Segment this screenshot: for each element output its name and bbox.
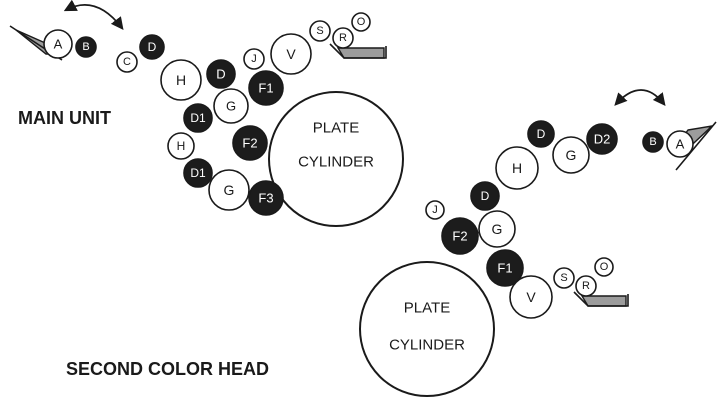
- svg-text:D: D: [148, 40, 157, 54]
- second-plate-label-line2: CYLINDER: [389, 337, 465, 354]
- svg-text:G: G: [566, 147, 577, 163]
- main-roller-O: O: [351, 12, 371, 32]
- svg-text:G: G: [226, 99, 236, 114]
- svg-text:O: O: [357, 16, 366, 28]
- main-roller-A: A: [43, 29, 73, 59]
- svg-text:R: R: [582, 280, 590, 292]
- svg-text:J: J: [251, 53, 257, 65]
- main-plate-cylinder: [268, 91, 404, 227]
- second-roller-A: A: [666, 130, 694, 158]
- main-swing-arrow-icon: [63, 0, 124, 31]
- second-roller-G-low: G: [478, 210, 516, 248]
- main-roller-J: J: [243, 48, 265, 70]
- second-color-head-title: SECOND COLOR HEAD: [66, 359, 269, 379]
- second-roller-D-top: D: [527, 120, 555, 148]
- svg-text:C: C: [123, 56, 131, 68]
- main-roller-D1-top: D1: [183, 103, 213, 133]
- second-roller-G-top: G: [552, 136, 590, 174]
- main-right-ink-pan: [336, 47, 385, 59]
- second-plate-label-line1: PLATE: [404, 300, 450, 317]
- svg-text:D: D: [537, 127, 546, 141]
- second-right-pan-edge: [675, 121, 717, 171]
- svg-text:D: D: [216, 67, 225, 82]
- second-roller-H: H: [495, 146, 539, 190]
- svg-text:O: O: [600, 261, 609, 273]
- second-color-head: PLATE CYLINDER A B D2 G D H D: [66, 89, 717, 397]
- main-roller-C: C: [116, 51, 138, 73]
- svg-text:F2: F2: [242, 136, 257, 151]
- svg-text:B: B: [82, 41, 89, 53]
- svg-text:S: S: [560, 272, 567, 284]
- main-roller-H-low: H: [167, 132, 195, 160]
- main-roller-S: S: [309, 20, 331, 42]
- second-roller-F2: F2: [441, 217, 479, 255]
- second-lower-pan-edge: [573, 291, 629, 307]
- svg-text:D: D: [481, 189, 490, 203]
- second-roller-F1: F1: [486, 249, 524, 287]
- second-roller-B: B: [642, 131, 664, 153]
- main-plate-label-line2: CYLINDER: [298, 154, 374, 171]
- main-right-pan-edge: [329, 43, 387, 59]
- second-roller-O: O: [594, 257, 614, 277]
- second-swing-arrow-icon: [614, 89, 666, 106]
- svg-text:V: V: [286, 46, 296, 62]
- main-roller-F1: F1: [248, 70, 284, 106]
- second-plate-cylinder: [359, 261, 495, 397]
- svg-text:H: H: [176, 72, 186, 88]
- svg-text:S: S: [316, 25, 323, 37]
- svg-text:A: A: [676, 137, 685, 152]
- svg-text:F1: F1: [258, 81, 273, 96]
- main-unit-title: MAIN UNIT: [18, 108, 111, 128]
- svg-text:H: H: [512, 160, 522, 176]
- svg-text:F3: F3: [258, 191, 273, 206]
- second-roller-V: V: [509, 275, 553, 319]
- second-roller-D2: D2: [586, 123, 618, 155]
- main-roller-R: R: [332, 27, 354, 49]
- main-plate-label-line1: PLATE: [313, 120, 359, 137]
- svg-text:G: G: [492, 221, 503, 237]
- second-roller-S: S: [553, 267, 575, 289]
- main-roller-D-mid: D: [206, 59, 236, 89]
- second-lower-ink-pan: [580, 295, 627, 307]
- svg-text:B: B: [649, 136, 656, 148]
- main-roller-G-low: G: [208, 169, 250, 211]
- svg-text:F2: F2: [452, 229, 467, 244]
- main-roller-G-top: G: [213, 88, 249, 124]
- svg-text:V: V: [526, 289, 536, 305]
- svg-text:D1: D1: [190, 111, 206, 125]
- svg-text:D2: D2: [594, 132, 611, 147]
- second-roller-J: J: [425, 200, 445, 220]
- main-roller-D1-low: D1: [183, 158, 213, 188]
- svg-text:R: R: [339, 32, 347, 44]
- main-roller-D-top: D: [139, 34, 165, 60]
- main-unit: PLATE CYLINDER A B C D H D J: [9, 0, 404, 227]
- svg-text:D1: D1: [190, 166, 206, 180]
- svg-text:J: J: [432, 204, 438, 216]
- main-roller-B: B: [75, 36, 97, 58]
- main-roller-H-top: H: [160, 59, 202, 101]
- svg-text:A: A: [54, 37, 63, 52]
- main-roller-F3: F3: [248, 180, 284, 216]
- main-roller-F2: F2: [232, 125, 268, 161]
- second-roller-R: R: [575, 275, 597, 297]
- svg-text:H: H: [177, 139, 186, 153]
- svg-text:F1: F1: [497, 261, 512, 276]
- main-roller-V: V: [270, 33, 312, 75]
- second-roller-D-low: D: [470, 181, 500, 211]
- svg-text:G: G: [224, 182, 235, 198]
